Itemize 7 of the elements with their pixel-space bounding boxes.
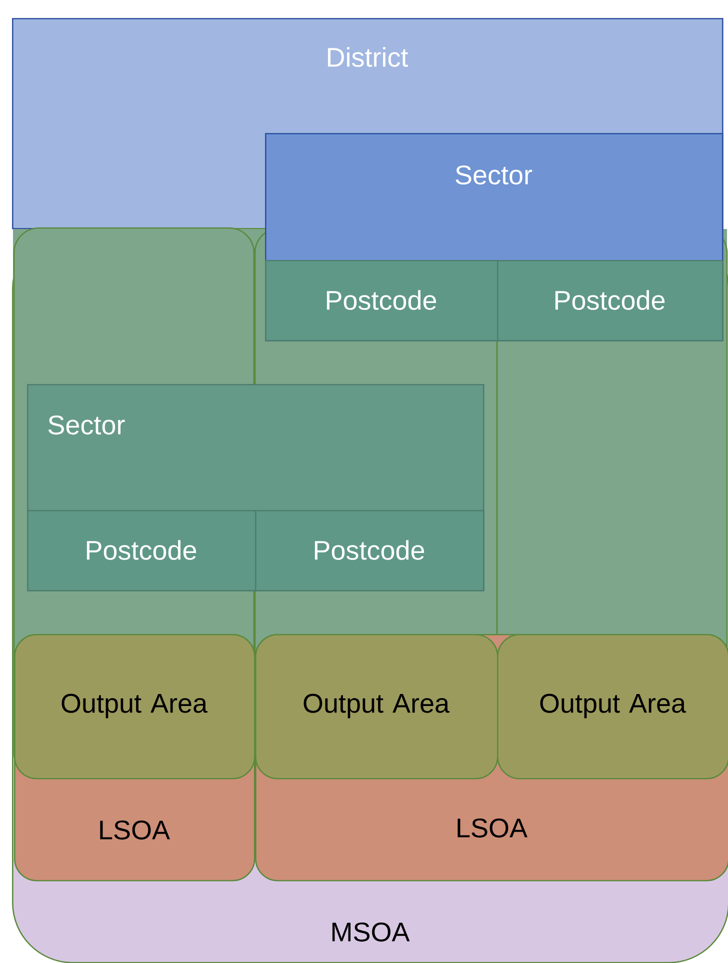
region-box: Output Area — [255, 634, 498, 780]
region-box: Output Area — [497, 634, 728, 780]
region-box: Output Area — [14, 634, 256, 780]
region-box: Postcode — [255, 510, 484, 592]
region-box: Postcode — [265, 260, 498, 342]
region-box: Postcode — [27, 510, 256, 592]
region-box: Postcode — [497, 260, 724, 342]
